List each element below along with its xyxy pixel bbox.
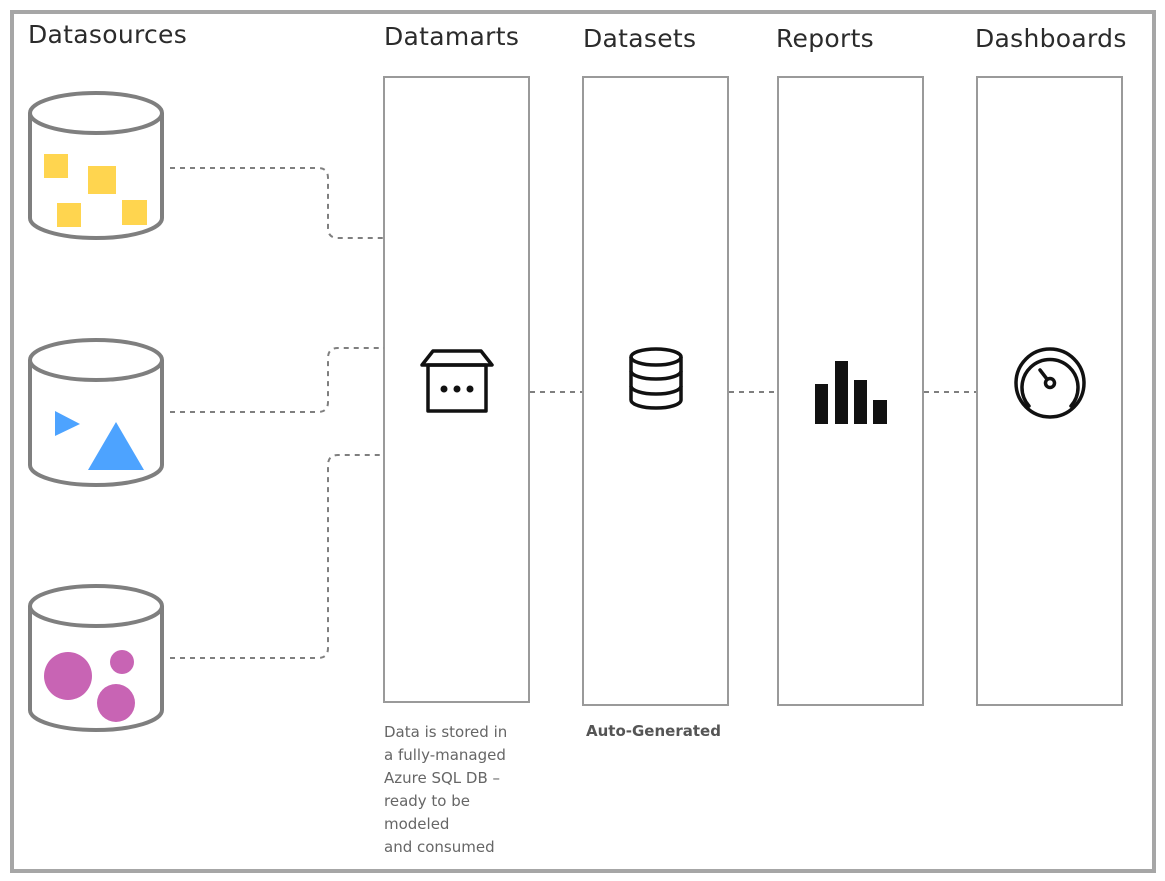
database-triangles-icon <box>28 338 164 487</box>
connector-source1-datamarts <box>170 167 384 239</box>
datamarts-note-line: modeled <box>384 815 450 833</box>
datamarts-note-line: a fully-managed <box>384 746 506 764</box>
dataset-stack-icon <box>629 347 683 410</box>
heading-datamarts: Datamarts <box>384 22 520 51</box>
datamarts-note-line: Data is stored in <box>384 723 508 741</box>
diagram-frame <box>10 10 1156 873</box>
datamart-store-icon <box>420 349 494 413</box>
database-circles-icon <box>28 584 164 732</box>
heading-datasets: Datasets <box>583 24 697 53</box>
dashboards-column <box>976 76 1123 706</box>
heading-reports: Reports <box>776 24 874 53</box>
bar-chart-icon <box>815 361 887 424</box>
connector-source3-datamarts <box>170 454 384 659</box>
datasets-note: Auto-Generated <box>586 722 721 740</box>
datamarts-note: Data is stored in a fully-managed Azure … <box>384 721 507 859</box>
heading-dashboards: Dashboards <box>975 24 1127 53</box>
datamarts-note-line: ready to be <box>384 792 471 810</box>
datamarts-note-line: and consumed <box>384 838 495 856</box>
reports-column <box>777 76 924 706</box>
datamarts-note-line: Azure SQL DB – <box>384 769 501 787</box>
heading-datasources: Datasources <box>28 20 188 49</box>
connectors <box>170 167 976 659</box>
database-squares-icon <box>28 91 164 240</box>
connector-source2-datamarts <box>170 347 384 413</box>
gauge-icon <box>1014 347 1086 419</box>
datasets-column <box>582 76 729 706</box>
